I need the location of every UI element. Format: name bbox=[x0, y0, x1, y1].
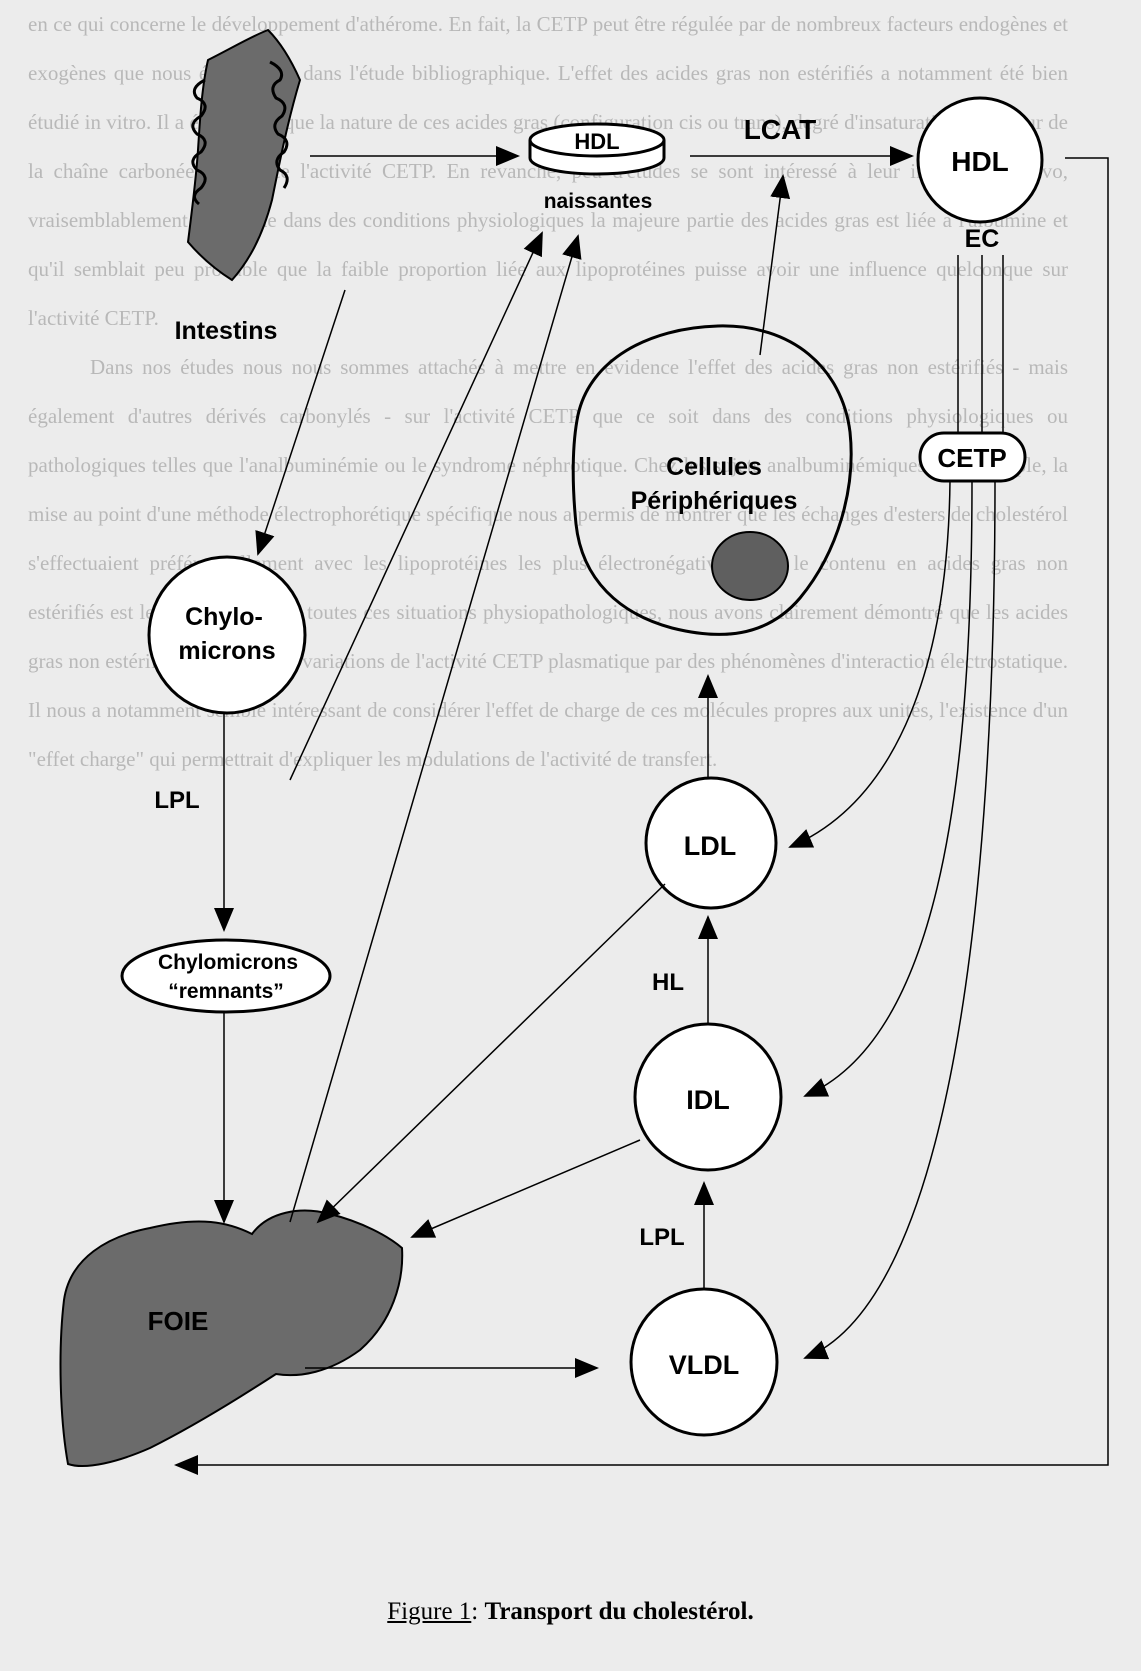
arrow-idl-to-liver bbox=[410, 1139, 641, 1238]
label-lpl-right: LPL bbox=[639, 1224, 684, 1251]
arrow-hdl-to-liver bbox=[174, 157, 1109, 1475]
arrow-lcat-up bbox=[759, 174, 791, 356]
arrow-ldl-to-liver bbox=[316, 883, 666, 1224]
ldl-circle bbox=[644, 776, 778, 910]
cell-nucleus bbox=[711, 531, 789, 601]
caption-title: Transport du cholestérol. bbox=[484, 1598, 754, 1625]
label-foie: FOIE bbox=[148, 1306, 209, 1336]
figure-caption: Figure 1: Transport du cholestérol. bbox=[0, 1598, 1141, 1626]
arrow-cetp-to-idl bbox=[803, 480, 973, 1097]
label-intestins: Intestins bbox=[175, 317, 278, 345]
label-chylomicrons-remnants-1: Chylomicrons bbox=[158, 951, 298, 974]
arrow-chylomicrons-to-hdl bbox=[289, 231, 543, 781]
caption-separator: : bbox=[471, 1598, 485, 1625]
label-microns: microns bbox=[178, 637, 275, 665]
chylomicrons-circle bbox=[147, 555, 307, 715]
label-hl: HL bbox=[652, 969, 684, 996]
label-cetp: CETP bbox=[937, 443, 1006, 473]
arrows bbox=[174, 146, 1109, 1475]
hdl-circle bbox=[916, 96, 1044, 224]
intestine-shape bbox=[186, 28, 302, 282]
label-chylomicrons-remnants-2: “remnants” bbox=[168, 980, 284, 1003]
peripheral-cell-shape bbox=[571, 324, 853, 636]
arrow-intestine-to-chylomicrons bbox=[255, 289, 346, 556]
label-peripheriques: Périphériques bbox=[631, 487, 798, 515]
label-hdl-disc: HDL bbox=[574, 129, 619, 154]
label-idl: IDL bbox=[686, 1085, 730, 1115]
arrow-cetp-to-ldl bbox=[788, 480, 951, 848]
background-paragraph-2: Dans nos études nous nous sommes attaché… bbox=[28, 355, 1068, 771]
arrow-cetp-to-vldl bbox=[803, 480, 996, 1360]
label-naissantes: naissantes bbox=[544, 190, 653, 213]
arrow-liver-to-hdl bbox=[289, 234, 582, 1223]
label-vldl: VLDL bbox=[669, 1350, 740, 1380]
hdl-naissantes-disc bbox=[528, 122, 666, 176]
label-chylo: Chylo- bbox=[185, 603, 263, 631]
chylomicrons-remnants-ellipse bbox=[120, 938, 332, 1014]
label-lpl-left: LPL bbox=[154, 787, 199, 814]
liver-shape bbox=[59, 1209, 404, 1467]
label-hdl: HDL bbox=[951, 146, 1009, 177]
label-ec: EC bbox=[965, 225, 1000, 253]
label-ldl: LDL bbox=[684, 831, 736, 861]
label-cellules: Cellules bbox=[666, 453, 762, 481]
label-lcat: LCAT bbox=[744, 114, 817, 145]
caption-figure-number: Figure 1 bbox=[387, 1598, 472, 1625]
